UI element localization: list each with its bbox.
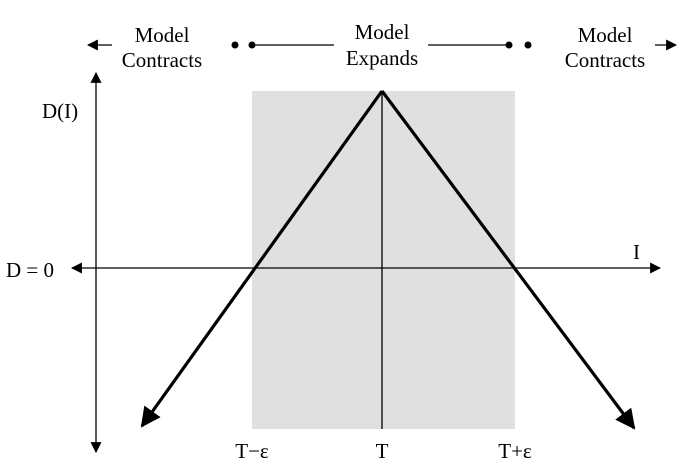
curve-right-branch xyxy=(380,90,636,430)
left-region-label-line1: Model xyxy=(135,23,190,47)
left-region-label-line2: Contracts xyxy=(122,48,202,72)
x-axis-label: I xyxy=(633,240,640,264)
y-axis-label: D(I) xyxy=(42,99,78,123)
right-region-label-line1: Model xyxy=(578,23,633,47)
right-region-label-line2: Contracts xyxy=(565,48,645,72)
expansion-region-shading xyxy=(252,91,515,429)
right-boundary-dot-outer xyxy=(524,41,532,49)
tick-label-t: T xyxy=(376,439,389,463)
middle-region-label-line2: Expands xyxy=(346,46,418,70)
left-boundary-dot-outer xyxy=(231,41,239,49)
right-boundary-dot-inner xyxy=(505,41,513,49)
tick-label-t-plus-epsilon: T+ε xyxy=(498,439,532,463)
curve-left-branch xyxy=(140,90,384,428)
middle-region-label-line1: Model xyxy=(355,20,410,44)
tick-label-t-minus-epsilon: T−ε xyxy=(235,439,269,463)
left-boundary-dot-inner xyxy=(248,41,256,49)
zero-label: D = 0 xyxy=(6,258,54,282)
